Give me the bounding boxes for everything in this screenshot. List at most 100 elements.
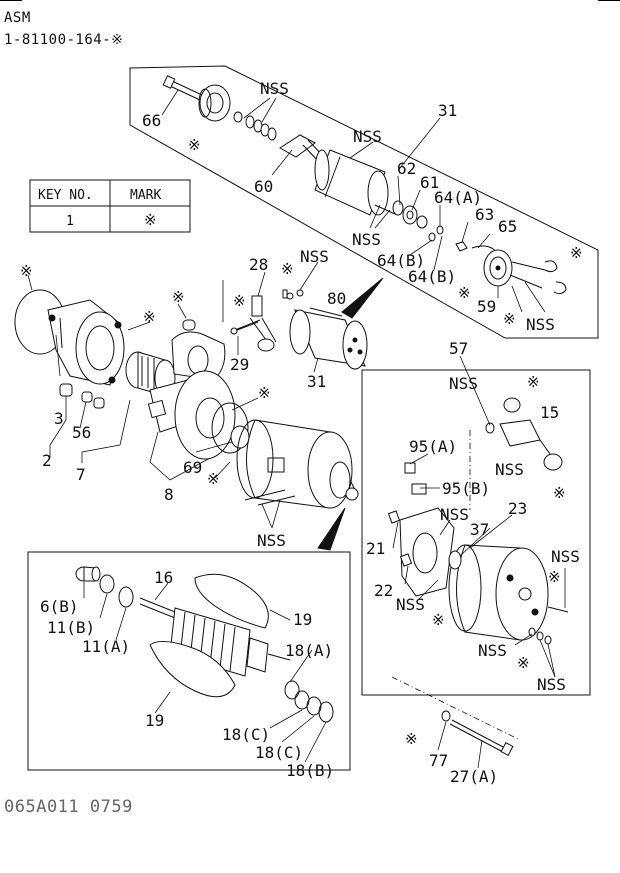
washer-64b (428, 232, 436, 242)
gasket-69 (211, 402, 249, 454)
washer-nss-b (536, 631, 544, 641)
asterisk-mark: ※ (405, 730, 418, 748)
label-27a: 27(A) (450, 767, 498, 786)
label-nss-10: NSS (396, 595, 425, 614)
washer-77 (441, 710, 451, 722)
leader-lines (27, 89, 566, 769)
label-nss-6: NSS (257, 531, 286, 550)
rear-cover-box (361, 369, 591, 696)
label-11a: 11(A) (82, 637, 130, 656)
field-coil-19-bottom (149, 641, 236, 698)
label-29: 29 (230, 355, 249, 374)
label-56: 56 (72, 423, 91, 442)
table-header-mark: MARK (130, 188, 161, 203)
magnetic-switch-31 (289, 307, 368, 370)
label-2: 2 (42, 451, 52, 470)
asterisk-mark: ※ (432, 611, 445, 629)
label-7: 7 (76, 465, 86, 484)
through-bolt-27a (449, 719, 514, 756)
washer-nss-a (528, 627, 536, 637)
label-95b: 95(B) (442, 479, 490, 498)
label-6b: 6(B) (40, 597, 79, 616)
brush-holder-23 (399, 462, 455, 597)
rear-end-cover (448, 544, 549, 641)
label-23: 23 (508, 499, 527, 518)
label-66: 66 (142, 111, 161, 130)
part-number: 1-81100-164-※ (4, 32, 124, 48)
label-21: 21 (366, 539, 385, 558)
asterisk-mark: ※ (207, 470, 220, 488)
label-3: 3 (54, 409, 64, 428)
label-63: 63 (475, 205, 494, 224)
label-77: 77 (429, 751, 448, 770)
label-15: 15 (540, 403, 559, 422)
asterisk-mark: ※ (20, 262, 33, 280)
bushing-6b (75, 566, 101, 582)
label-nss-4: NSS (526, 315, 555, 334)
label-nss-12: NSS (478, 641, 507, 660)
asterisk-mark: ※ (258, 384, 271, 402)
asterisk-mark: ※ (527, 373, 540, 391)
table-key-value: 1 (66, 214, 74, 229)
label-nss-5: NSS (300, 247, 329, 266)
washer-18c2 (306, 696, 322, 716)
label-31-top: 31 (438, 101, 457, 120)
label-16: 16 (154, 568, 173, 587)
center-line-b (391, 676, 521, 741)
label-18c-1: 18(C) (222, 725, 270, 744)
label-nss-11: NSS (551, 547, 580, 566)
label-nss-9: NSS (440, 505, 469, 524)
asterisk-mark: ※ (172, 288, 185, 306)
label-95a: 95(A) (409, 437, 457, 456)
drawing-code: 065A011 0759 (4, 797, 133, 817)
washer-80a (286, 292, 294, 300)
bearing-3 (59, 383, 73, 397)
washer-64a (436, 225, 444, 235)
drive-housing-plate (174, 370, 236, 460)
corner-mark-left (0, 0, 22, 1)
brush-22 (399, 553, 413, 567)
center-bracket (171, 319, 226, 381)
armature-box (27, 551, 351, 771)
table-header-key: KEY NO. (38, 188, 93, 203)
label-60: 60 (254, 177, 273, 196)
label-11b: 11(B) (47, 618, 95, 637)
label-64b-2: 64(B) (408, 267, 456, 286)
pointer-wedge-top (341, 277, 384, 319)
asterisk-mark: ※ (458, 284, 471, 302)
washer-37 (448, 550, 462, 570)
bolt-66 (162, 75, 203, 101)
spring-set (233, 111, 277, 141)
washer-18a (284, 680, 300, 700)
label-64b-1: 64(B) (377, 251, 425, 270)
label-nss-1: NSS (260, 79, 289, 98)
label-nss-2: NSS (353, 127, 382, 146)
label-57: 57 (449, 339, 468, 358)
label-65: 65 (498, 217, 517, 236)
label-61: 61 (420, 173, 439, 192)
key-mark-table: KEY NO. MARK 1 ※ (29, 179, 191, 233)
label-nss-8: NSS (495, 460, 524, 479)
asterisk-mark: ※ (281, 260, 294, 278)
corner-mark-right (598, 0, 620, 1)
label-59: 59 (477, 297, 496, 316)
asterisk-mark: ※ (503, 310, 516, 328)
asterisk-mark: ※ (188, 136, 201, 154)
asterisk-mark: ※ (233, 292, 246, 310)
label-69: 69 (183, 458, 202, 477)
solenoid-subassembly-box (129, 65, 599, 339)
bearing-56a (81, 391, 93, 403)
asterisk-mark: ※ (517, 654, 530, 672)
bolt-nss-1 (244, 489, 286, 501)
label-18a: 18(A) (285, 641, 333, 660)
asterisk-mark: ※ (143, 308, 156, 326)
brush-21 (387, 510, 401, 524)
label-31-mid: 31 (307, 372, 326, 391)
asterisk-mark: ※ (570, 244, 583, 262)
assembly-title: ASM (4, 10, 31, 26)
cover-59 (483, 249, 567, 295)
asterisk-marks: ※ ※ ※ ※ ※ ※ ※ ※ ※ ※ ※ ※ ※ ※ ※ ※ ※ (20, 136, 583, 748)
label-37: 37 (470, 520, 489, 539)
nut-63 (455, 241, 468, 252)
